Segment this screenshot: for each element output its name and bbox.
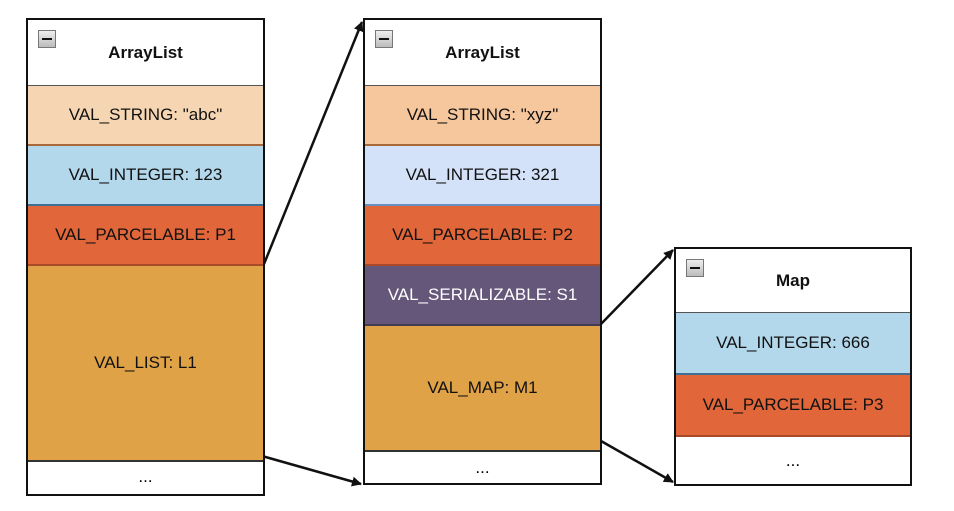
arraylist-box-1: ArrayList VAL_STRING: "abc" VAL_INTEGER:… <box>26 18 265 496</box>
arrow-more-to-map-end <box>600 439 674 484</box>
row-more: ... <box>785 450 801 470</box>
box-header: Map <box>676 249 910 313</box>
box-title: Map <box>776 270 810 290</box>
row-more: ... <box>138 467 153 486</box>
arrow-more-to-arraylist-end <box>261 454 362 487</box>
arrow-list-to-arraylist <box>262 21 364 265</box>
arraylist-box-2: ArrayList VAL_STRING: "xyz" VAL_INTEGER:… <box>363 18 602 485</box>
row-serializable: VAL_SERIALIZABLE: S1 <box>365 266 600 326</box>
box-title: ArrayList <box>445 42 520 62</box>
row-integer: VAL_INTEGER: 321 <box>365 146 600 206</box>
row-integer: VAL_INTEGER: 123 <box>28 146 263 206</box>
box-title: ArrayList <box>108 42 183 62</box>
collapse-icon[interactable] <box>686 259 704 277</box>
collapse-icon[interactable] <box>375 30 393 48</box>
arrow-serializable-to-map <box>600 249 674 325</box>
row-parcelable: VAL_PARCELABLE: P1 <box>28 206 263 266</box>
row-parcelable: VAL_PARCELABLE: P2 <box>365 206 600 266</box>
row-integer: VAL_INTEGER: 666 <box>676 313 910 375</box>
row-string: VAL_STRING: "xyz" <box>365 86 600 146</box>
row-more: ... <box>475 457 490 477</box>
collapse-icon[interactable] <box>38 30 56 48</box>
row-parcelable: VAL_PARCELABLE: P3 <box>676 375 910 437</box>
row-map: VAL_MAP: M1 <box>365 326 600 452</box>
map-box: Map VAL_INTEGER: 666 VAL_PARCELABLE: P3 … <box>674 247 912 486</box>
box-header: ArrayList <box>28 20 263 86</box>
row-string: VAL_STRING: "abc" <box>28 86 263 146</box>
row-list: VAL_LIST: L1 <box>28 266 263 462</box>
box-header: ArrayList <box>365 20 600 86</box>
